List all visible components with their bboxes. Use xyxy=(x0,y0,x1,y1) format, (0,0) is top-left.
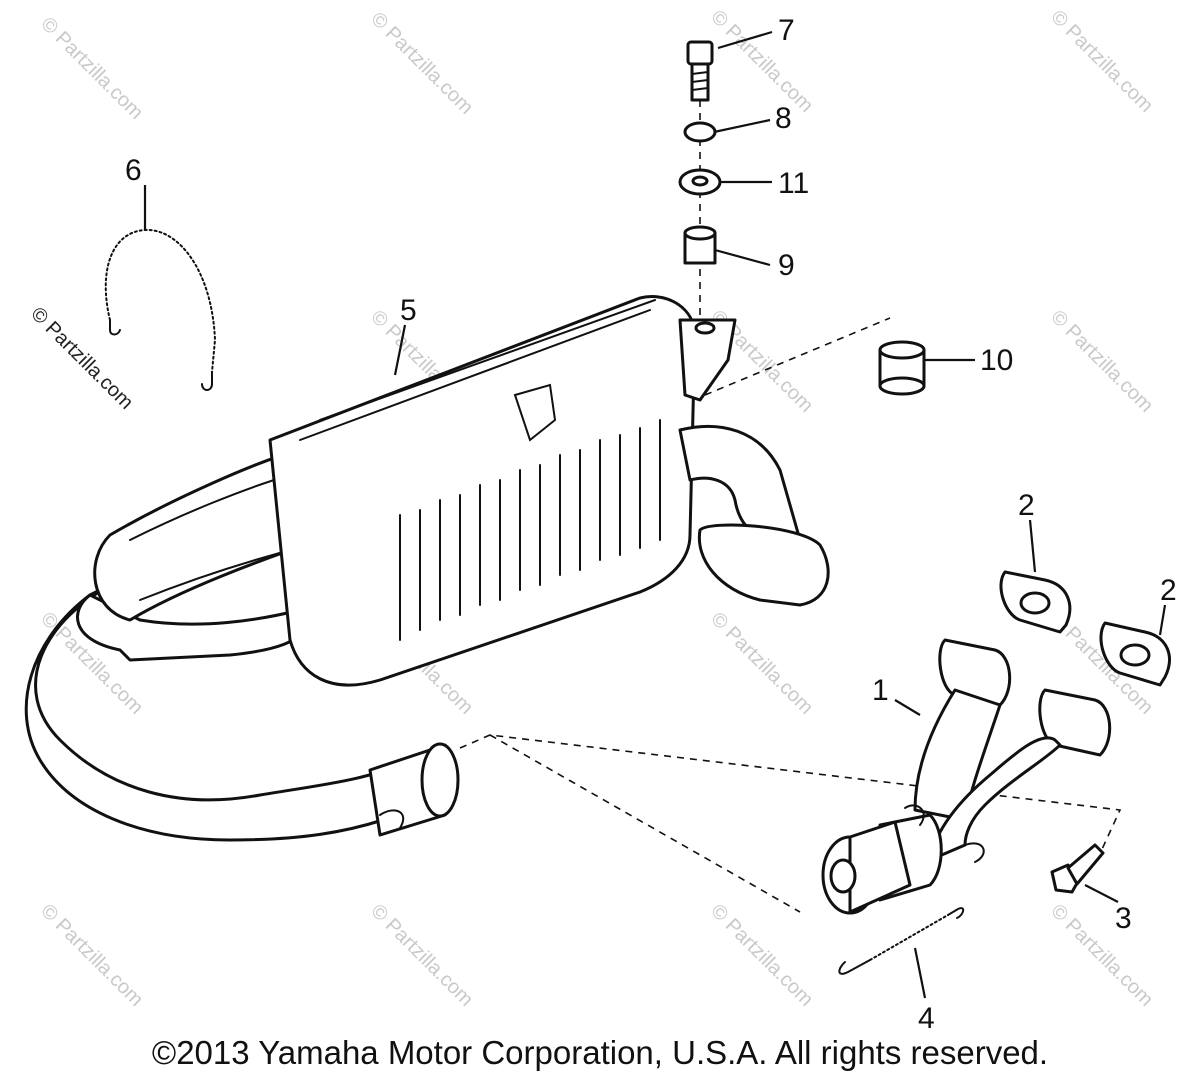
part-9-collar xyxy=(683,225,717,265)
watermark: © Partzilla.com xyxy=(1046,6,1157,117)
callout-8: 8 xyxy=(775,102,792,135)
part-11-washer xyxy=(678,168,722,196)
callout-6: 6 xyxy=(125,154,142,187)
part-2-gasket-b xyxy=(1099,621,1171,687)
part-5-muffler xyxy=(24,295,830,842)
watermark: © Partzilla.com xyxy=(36,900,147,1011)
copyright-notice: ©2013 Yamaha Motor Corporation, U.S.A. A… xyxy=(151,1034,1049,1071)
part-10-grommet xyxy=(878,340,926,396)
part-6-spring xyxy=(104,228,217,391)
assembly-lines xyxy=(459,100,1122,913)
watermark: © Partzilla.com xyxy=(1046,306,1157,417)
part-8-washer xyxy=(683,121,717,143)
callout-5: 5 xyxy=(400,294,417,327)
callout-10: 10 xyxy=(980,344,1013,377)
part-2-gasket-a xyxy=(999,570,1072,634)
callout-7: 7 xyxy=(778,14,795,47)
watermark-dark: © Partzilla.com xyxy=(26,303,137,414)
callout-1: 1 xyxy=(872,674,889,707)
watermark: © Partzilla.com xyxy=(706,608,817,719)
watermark: © Partzilla.com xyxy=(366,8,477,119)
part-3-bolt xyxy=(1050,843,1105,894)
watermark: © Partzilla.com xyxy=(1046,900,1157,1011)
watermark: © Partzilla.com xyxy=(36,13,147,124)
callout-11: 11 xyxy=(778,167,809,200)
callouts: 7 8 11 9 10 6 5 2 2 1 3 4 xyxy=(125,14,1177,1035)
watermark: © Partzilla.com xyxy=(706,900,817,1011)
callout-4: 4 xyxy=(918,1002,935,1035)
watermark: © Partzilla.com xyxy=(706,6,817,117)
part-4-spring xyxy=(838,907,965,975)
callout-9: 9 xyxy=(778,249,795,282)
callout-3: 3 xyxy=(1115,902,1132,935)
callout-2b: 2 xyxy=(1160,574,1177,607)
watermark: © Partzilla.com xyxy=(366,900,477,1011)
part-7-bolt xyxy=(686,40,714,102)
part-1-header-pipe xyxy=(821,638,1112,915)
leader-lines xyxy=(143,30,1167,999)
callout-2a: 2 xyxy=(1018,489,1035,522)
